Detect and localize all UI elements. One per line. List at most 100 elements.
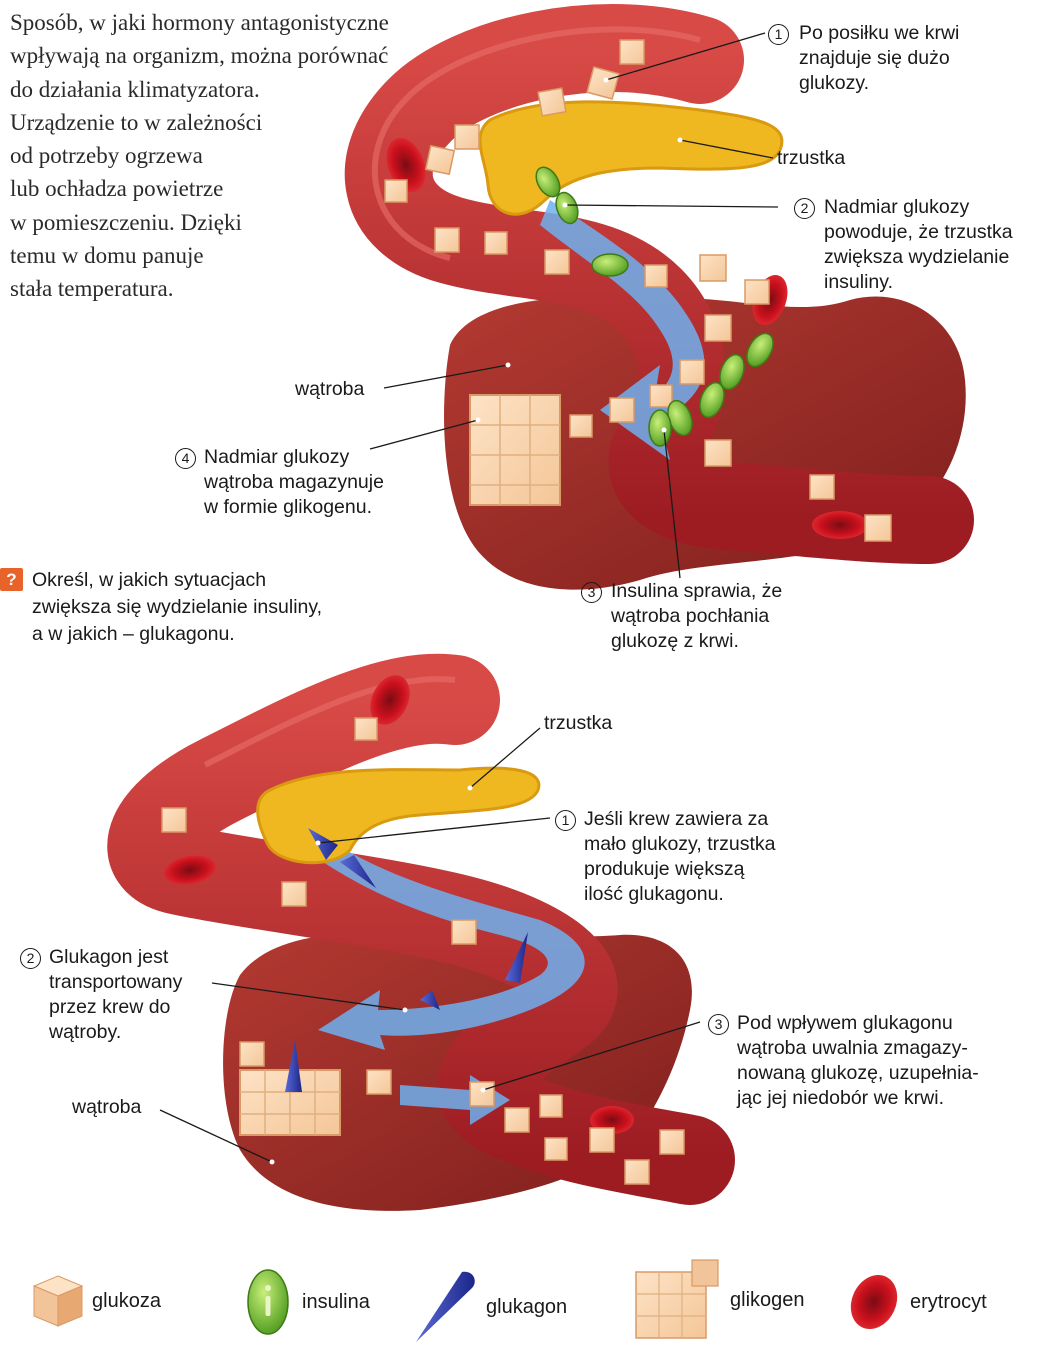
step-number-badge: 2	[794, 198, 815, 219]
glucose-cube	[162, 808, 186, 832]
rbc	[812, 511, 868, 539]
glucose-cube	[545, 250, 569, 274]
glucose-cube	[645, 265, 667, 287]
glucagon-cone-icon	[412, 1268, 478, 1346]
intro-line: temu w domu panuje	[10, 239, 480, 272]
glucose-cube	[660, 1130, 684, 1154]
glucose-cube	[282, 882, 306, 906]
pancreas-top	[480, 102, 782, 214]
bottom-step1-label: Jeśli krew zawiera za mało glukozy, trzu…	[584, 807, 775, 907]
label-line: produkuje większą	[584, 857, 775, 882]
intro-line: Sposób, w jaki hormony antagonistyczne	[10, 6, 480, 39]
glucose-cube	[538, 88, 566, 116]
intro-line: lub ochładza powietrze	[10, 172, 480, 205]
glycogen-block	[470, 395, 560, 505]
top-step3-label: Insulina sprawia, że wątroba pochłania g…	[611, 579, 782, 654]
label-line: Insulina sprawia, że	[611, 579, 782, 604]
label-line: insuliny.	[824, 270, 1013, 295]
glucose-cube	[680, 360, 704, 384]
legend-item-erythrocyte: erytrocyt	[846, 1272, 987, 1332]
top-step1-label: Po posiłku we krwi znajduje się dużo glu…	[799, 21, 959, 96]
top-liver-label: wątroba	[295, 377, 364, 402]
step-number-badge: 1	[555, 810, 576, 831]
glucose-cube	[865, 515, 891, 541]
step-number-badge: 3	[581, 582, 602, 603]
glucose-cube	[700, 255, 726, 281]
glucose-cube	[367, 1070, 391, 1094]
bottom-step2-label: Glukagon jest transportowany przez krew …	[49, 945, 182, 1045]
glucose-cube	[705, 315, 731, 341]
label-line: wątroba pochłania	[611, 604, 782, 629]
intro-line: stała temperatura.	[10, 272, 480, 305]
step-number-badge: 1	[768, 24, 789, 45]
insulin-pill	[649, 410, 671, 446]
pancreas-bottom	[258, 768, 539, 863]
glucose-cube	[705, 440, 731, 466]
glucose-cube	[355, 718, 377, 740]
glucose-cube	[545, 1138, 567, 1160]
label-line: Nadmiar glukozy	[204, 445, 384, 470]
intro-line: w pomieszczeniu. Dzięki	[10, 206, 480, 239]
intro-paragraph: Sposób, w jaki hormony antagonistyczne w…	[10, 6, 480, 306]
bottom-liver-label: wątroba	[72, 1095, 141, 1120]
intro-line: od potrzeby ogrzewa	[10, 139, 480, 172]
label-line: zwiększa wydzielanie	[824, 245, 1013, 270]
intro-line: do działania klimatyzatora.	[10, 73, 480, 106]
glucose-cube	[240, 1042, 264, 1066]
label-line: wątroba uwalnia zmagazy-	[737, 1036, 979, 1061]
label-line: nowaną glukozę, uzupełnia-	[737, 1061, 979, 1086]
label-line: Nadmiar glukozy	[824, 195, 1013, 220]
legend-item-glycogen: glikogen	[632, 1258, 805, 1342]
legend-label: glukagon	[486, 1296, 567, 1319]
top-pancreas-label: trzustka	[777, 146, 845, 171]
label-line: glukozę z krwi.	[611, 629, 782, 654]
question-line: Określ, w jakich sytuacjach	[32, 567, 322, 594]
top-step2-label: Nadmiar glukozy powoduje, że trzustka zw…	[824, 195, 1013, 295]
label-line: glukozy.	[799, 71, 959, 96]
glucose-cube	[470, 1082, 494, 1106]
glucose-cube	[745, 280, 769, 304]
label-line: Po posiłku we krwi	[799, 21, 959, 46]
label-line: ilość glukagonu.	[584, 882, 775, 907]
label-line: Jeśli krew zawiera za	[584, 807, 775, 832]
glucose-cube	[452, 920, 476, 944]
intro-line: wpływają na organizm, można porównać	[10, 39, 480, 72]
glucose-cube	[485, 232, 507, 254]
top-step4-label: Nadmiar glukozy wątroba magazynuje w for…	[204, 445, 384, 520]
glucose-cube	[625, 1160, 649, 1184]
erythrocyte-icon	[846, 1272, 902, 1332]
glucose-cube	[505, 1108, 529, 1132]
label-line: przez krew do	[49, 995, 182, 1020]
insulin-pill-icon	[246, 1268, 290, 1336]
legend-label: insulina	[302, 1291, 370, 1314]
label-line: znajduje się dużo	[799, 46, 959, 71]
legend-item-glucose: glukoza	[32, 1274, 161, 1328]
glucose-cube	[810, 475, 834, 499]
label-line: transportowany	[49, 970, 182, 995]
label-line: jąc jej niedobór we krwi.	[737, 1086, 979, 1111]
question-line: a w jakich – glukagonu.	[32, 621, 322, 648]
label-line: wątroba magazynuje	[204, 470, 384, 495]
label-line: mało glukozy, trzustka	[584, 832, 775, 857]
step-number-badge: 4	[175, 448, 196, 469]
glucose-cube	[620, 40, 644, 64]
legend-label: erytrocyt	[910, 1291, 987, 1314]
insulin-pill	[592, 254, 628, 276]
legend-label: glukoza	[92, 1290, 161, 1313]
bottom-diagram-art	[152, 669, 700, 1211]
label-line: powoduje, że trzustka	[824, 220, 1013, 245]
glucose-cube	[650, 385, 672, 407]
label-line: Pod wpływem glukagonu	[737, 1011, 979, 1036]
glucose-cube	[590, 1128, 614, 1152]
legend-label: glikogen	[730, 1289, 805, 1312]
bottom-pancreas-label: trzustka	[544, 711, 612, 736]
step-number-badge: 2	[20, 948, 41, 969]
legend-item-glucagon: glukagon	[412, 1268, 567, 1346]
label-line: wątroby.	[49, 1020, 182, 1045]
glucose-cube	[610, 398, 634, 422]
bottom-step3-label: Pod wpływem glukagonu wątroba uwalnia zm…	[737, 1011, 979, 1111]
glucose-cube	[540, 1095, 562, 1117]
step-number-badge: 3	[708, 1014, 729, 1035]
question-text: Określ, w jakich sytuacjach zwiększa się…	[32, 567, 322, 648]
question-badge-icon: ?	[0, 568, 23, 591]
